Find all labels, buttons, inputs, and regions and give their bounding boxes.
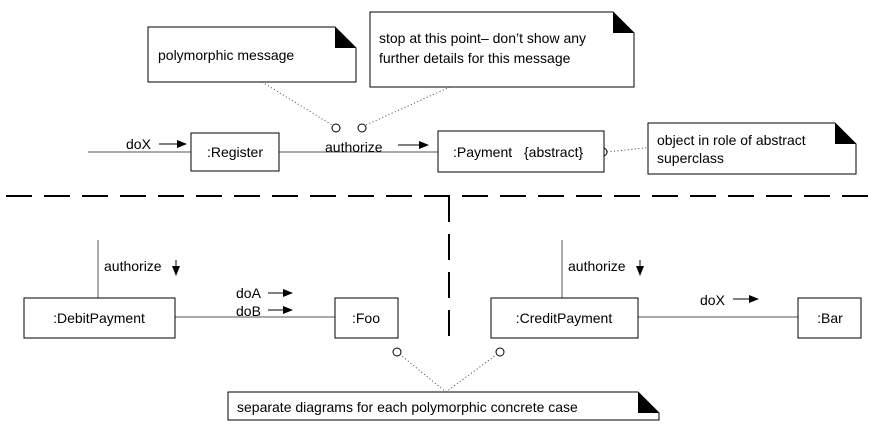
credit-marker-circle [495,347,505,357]
credit-payment-label: :CreditPayment [516,310,613,326]
bar-object [797,297,862,339]
debit-payment-label: :DebitPayment [53,310,145,326]
register-label: :Register [207,144,263,160]
note-polymorphic-text: polymorphic message [158,47,294,63]
message-dob-label: doB [236,303,261,319]
note-connector-separate-2 [445,351,501,393]
credit-payment-object [490,297,639,339]
payment-label: :Payment [453,144,512,160]
message-marker-circle-2 [357,123,367,133]
message-dox-label: doX [126,136,152,152]
foo-object [334,297,399,339]
note-separate-text: separate diagrams for each polymorphic c… [237,399,578,415]
note-separate: separate diagrams for each polymorphic c… [227,391,660,421]
payment-constraint: {abstract} [524,144,583,160]
message-authorize-credit-label: authorize [568,258,626,274]
note-connector-polymorphic [261,81,333,126]
message-doa-label: doA [236,285,262,301]
note-stop-line2: further details for this message [379,50,571,66]
note-connector-separate-1 [396,351,447,393]
note-stop: stop at this point– don’t show any furth… [369,11,635,88]
note-connector-abstract [606,146,655,153]
note-stop-line1: stop at this point– don’t show any [379,30,586,46]
note-abstract: object in role of abstract superclass [647,122,857,175]
foo-label: :Foo [352,310,380,326]
note-abstract-line1: object in role of abstract [657,132,806,148]
register-object [190,132,280,172]
message-dox-bar-label: doX [700,292,726,308]
payment-object [437,130,605,173]
debit-payment-object [23,297,176,339]
message-authorize-label: authorize [325,139,383,155]
note-connector-stop [365,86,451,126]
bar-label: :Bar [817,310,843,326]
note-polymorphic: polymorphic message [147,26,357,83]
message-authorize-debit-label: authorize [104,258,162,274]
foo-marker-circle [392,347,402,357]
note-abstract-line2: superclass [657,150,724,166]
message-marker-circle-1 [331,123,341,133]
